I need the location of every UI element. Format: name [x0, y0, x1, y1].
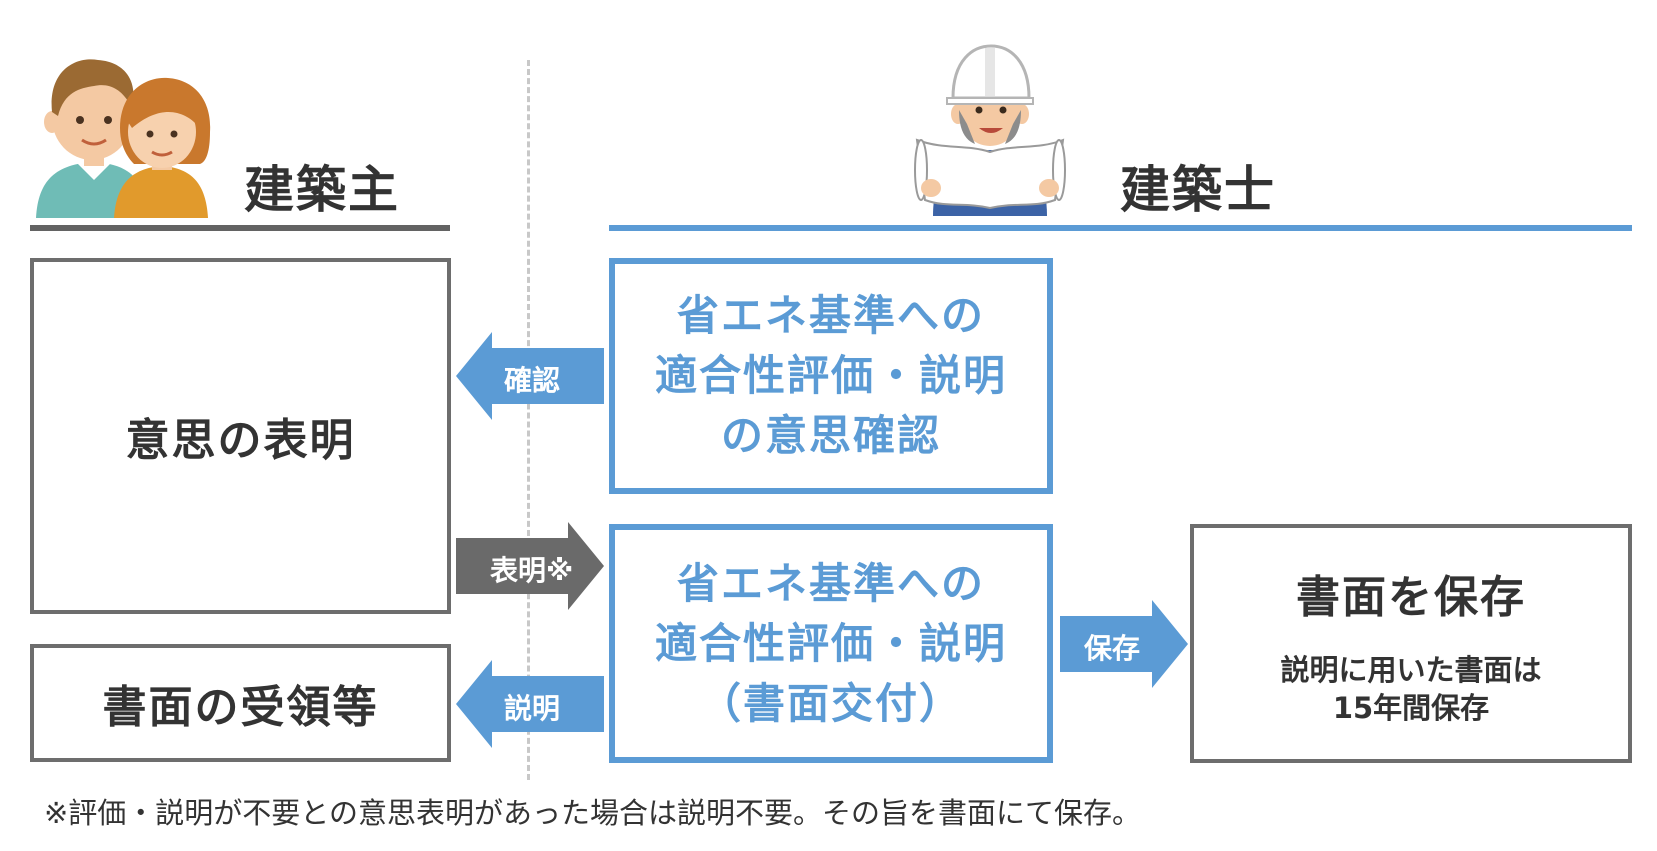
divider-line	[527, 60, 530, 780]
owner-receipt-box: 書面の受領等	[30, 644, 451, 762]
intent-check-line-1: 省エネ基準への	[676, 291, 985, 340]
architect-with-blueprint-icon	[914, 44, 1066, 216]
save-note-line-1: 説明に用いた書面は	[1280, 652, 1542, 687]
owner-rule	[30, 225, 450, 231]
right-arrow-icon	[456, 522, 604, 610]
couple-icon	[36, 59, 211, 218]
confirm-arrow-label: 確認	[504, 364, 561, 397]
architect-rule	[609, 225, 1632, 231]
owner-intent-label: 意思の表明	[125, 415, 356, 466]
intent-check-box: 省エネ基準への 適合性評価・説明 の意思確認	[609, 258, 1053, 494]
explanation-box: 省エネ基準への 適合性評価・説明 （書面交付）	[609, 524, 1053, 763]
footnote: ※評価・説明が不要との意思表明があった場合は説明不要。その旨を書面にて保存。	[44, 796, 1142, 830]
left-arrow-icon	[456, 332, 604, 420]
explain-arrow: 説明	[456, 660, 604, 748]
left-arrow-icon	[456, 660, 604, 748]
document-save-box: 書面を保存 説明に用いた書面は 15年間保存	[1190, 524, 1632, 763]
owner-receipt-label: 書面の受領等	[102, 682, 379, 733]
architect-title: 建築士	[1120, 161, 1276, 219]
save-title: 書面を保存	[1296, 571, 1526, 623]
save-arrow: 保存	[1060, 600, 1188, 688]
intent-check-line-2: 適合性評価・説明	[654, 351, 1007, 400]
declare-arrow: 表明※	[456, 522, 604, 610]
explanation-line-2: 適合性評価・説明	[654, 618, 1007, 668]
declare-arrow-label: 表明※	[490, 554, 574, 587]
right-arrow-icon	[1060, 600, 1188, 688]
explanation-line-3: （書面交付）	[698, 678, 963, 728]
explain-arrow-label: 説明	[504, 692, 561, 725]
confirm-arrow: 確認	[456, 332, 604, 420]
save-note-line-2: 15年間保存	[1332, 690, 1490, 725]
owner-intent-box: 意思の表明	[30, 258, 451, 614]
save-arrow-label: 保存	[1084, 632, 1141, 665]
owner-title: 建築主	[244, 161, 400, 219]
intent-check-line-3: の意思確認	[720, 411, 941, 460]
explanation-line-1: 省エネ基準への	[676, 558, 985, 608]
